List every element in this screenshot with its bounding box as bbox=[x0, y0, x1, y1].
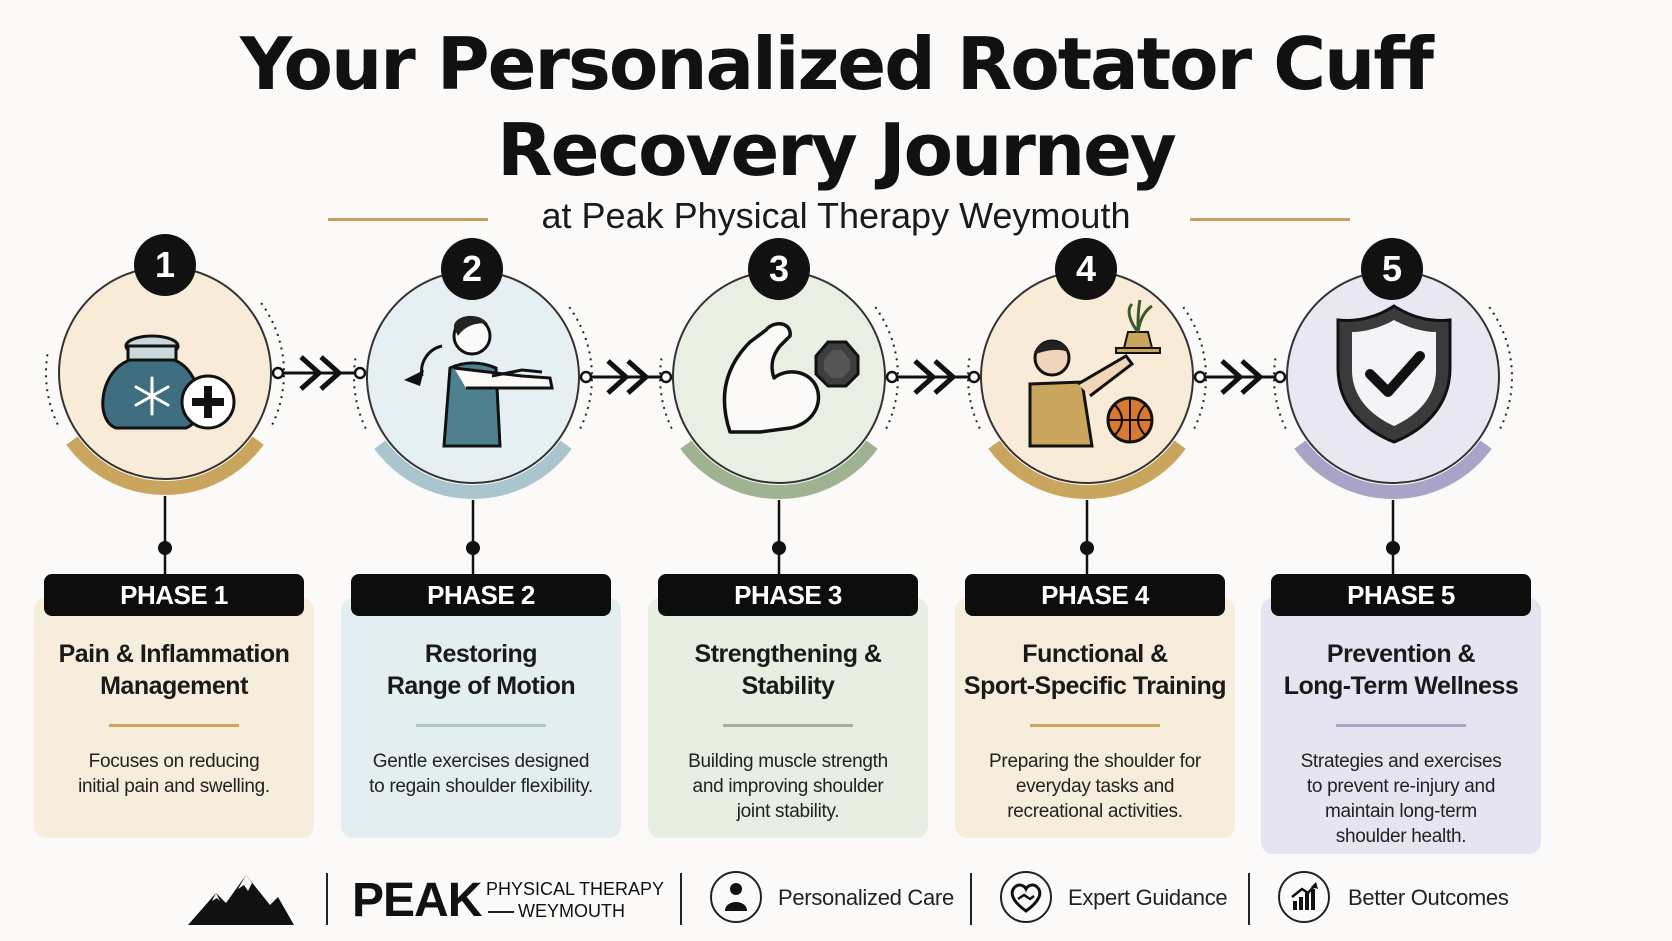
feature-label-expert-guidance: Expert Guidance bbox=[1068, 885, 1228, 910]
phase-title-3-line-1: Strengthening & bbox=[694, 640, 882, 668]
footer-divider-1 bbox=[326, 873, 328, 925]
phase-label-1: PHASE 1 bbox=[44, 574, 304, 616]
phase-rule-3 bbox=[723, 724, 853, 727]
phase-dotted-arc-right-5 bbox=[1488, 306, 1513, 432]
phase-number-badge-2: 2 bbox=[441, 238, 503, 300]
page-title-line-2: Recovery Journey bbox=[497, 108, 1177, 192]
subtitle-rule-left bbox=[328, 218, 488, 221]
feature-label-personalized-care: Personalized Care bbox=[778, 885, 954, 910]
mountain-logo-icon bbox=[188, 875, 294, 925]
brand-subtitle-line-1: PHYSICAL THERAPY bbox=[486, 879, 665, 899]
phase-number-badge-4: 4 bbox=[1055, 238, 1117, 300]
phase-title-2-line-1: Restoring bbox=[424, 640, 538, 668]
phase-card-5: Prevention & Long-Term Wellness Strategi… bbox=[1261, 598, 1541, 854]
page-title-line-1: Your Personalized Rotator Cuff bbox=[240, 22, 1434, 106]
connector-arrow-4 bbox=[1220, 359, 1264, 395]
phase-rule-1 bbox=[109, 724, 239, 727]
phase-circle-4 bbox=[980, 270, 1194, 484]
phase-title-2-line-2: Range of Motion bbox=[386, 672, 576, 700]
phase-card-1: Pain & Inflammation Management Focuses o… bbox=[34, 598, 314, 838]
reaching-person-icon bbox=[1028, 299, 1161, 448]
phase-title-5-line-2: Long-Term Wellness bbox=[1283, 672, 1519, 700]
phase-number-badge-5: 5 bbox=[1361, 238, 1423, 300]
phase-desc-5-line-3: maintain long-term bbox=[1325, 801, 1477, 822]
phase-title-1-line-2: Management bbox=[100, 672, 248, 700]
flexed-arm-icon bbox=[722, 322, 860, 434]
phase-label-3: PHASE 3 bbox=[658, 574, 918, 616]
phase-accent-arc-4 bbox=[988, 440, 1186, 499]
phase-dotted-arc-left-3 bbox=[659, 358, 674, 432]
shoulder-stretch-icon bbox=[404, 315, 554, 448]
phase-desc-5-line-2: to prevent re-injury and bbox=[1306, 776, 1496, 797]
phase-accent-arc-3 bbox=[680, 440, 878, 499]
phase-card-4: Functional & Sport-Specific Training Pre… bbox=[955, 598, 1235, 838]
phase-desc-5-line-4: shoulder health. bbox=[1335, 826, 1467, 847]
phase-desc-1-line-2: initial pain and swelling. bbox=[78, 776, 270, 797]
connector-end-node-1 bbox=[353, 366, 367, 380]
phase-label-5: PHASE 5 bbox=[1271, 574, 1531, 616]
phase-dotted-arc-right-2 bbox=[568, 306, 593, 432]
connector-start-node-4 bbox=[1193, 370, 1207, 384]
phase-rule-5 bbox=[1336, 724, 1466, 727]
phase-title-1-line-1: Pain & Inflammation bbox=[58, 640, 290, 668]
phase-desc-3-line-2: and improving shoulder bbox=[692, 776, 884, 797]
connector-arrow-3 bbox=[913, 359, 957, 395]
phase-dotted-arc-right-3 bbox=[874, 306, 899, 432]
phase-title-5-line-1: Prevention & bbox=[1326, 640, 1476, 668]
phase-desc-4-line-1: Preparing the shoulder for bbox=[989, 751, 1201, 772]
connector-start-node-2 bbox=[579, 370, 593, 384]
footer-divider-2 bbox=[680, 873, 682, 925]
heart-handshake-icon bbox=[1000, 871, 1052, 923]
footer-divider-4 bbox=[1248, 873, 1250, 925]
phase-label-4: PHASE 4 bbox=[965, 574, 1225, 616]
connector-end-node-4 bbox=[1273, 370, 1287, 384]
phase-rule-2 bbox=[416, 724, 546, 727]
connector-end-node-2 bbox=[659, 370, 673, 384]
phase-desc-3-line-3: joint stability. bbox=[736, 801, 840, 822]
phase-desc-2-line-2: to regain shoulder flexibility. bbox=[369, 776, 593, 797]
footer-divider-3 bbox=[970, 873, 972, 925]
phase-dotted-arc-left-1 bbox=[45, 354, 60, 428]
phase-rule-4 bbox=[1030, 724, 1160, 727]
phase-title-4-line-2: Sport-Specific Training bbox=[963, 672, 1227, 700]
brand-subtitle-line-2: WEYMOUTH bbox=[518, 901, 625, 921]
phase-card-2: Restoring Range of Motion Gentle exercis… bbox=[341, 598, 621, 838]
connector-end-node-3 bbox=[967, 370, 981, 384]
brand-name: PEAK bbox=[352, 874, 482, 927]
phase-dotted-arc-left-5 bbox=[1273, 358, 1288, 432]
feature-label-better-outcomes: Better Outcomes bbox=[1348, 885, 1509, 910]
phase-number-badge-3: 3 bbox=[748, 238, 810, 300]
page-subtitle: at Peak Physical Therapy Weymouth bbox=[541, 195, 1131, 236]
phase-dotted-arc-left-4 bbox=[967, 358, 982, 432]
growth-chart-icon bbox=[1278, 871, 1330, 923]
phase-dotted-arc-right-1 bbox=[260, 302, 285, 428]
phase-desc-5-line-1: Strategies and exercises bbox=[1300, 751, 1502, 772]
connector-start-node-1 bbox=[271, 366, 285, 380]
phase-title-3-line-2: Stability bbox=[741, 672, 835, 700]
phase-accent-arc-2 bbox=[374, 440, 572, 499]
phase-desc-4-line-3: recreational activities. bbox=[1007, 801, 1183, 822]
phase-accent-arc-5 bbox=[1294, 440, 1492, 499]
phase-number-badge-1: 1 bbox=[134, 234, 196, 296]
connector-arrow-1 bbox=[299, 355, 343, 391]
person-icon bbox=[710, 871, 762, 923]
phase-desc-4-line-2: everyday tasks and bbox=[1015, 776, 1175, 797]
brand-dash bbox=[488, 911, 514, 913]
phase-card-3: Strengthening & Stability Building muscl… bbox=[648, 598, 928, 838]
footer: PEAK PHYSICAL THERAPY WEYMOUTH Personali… bbox=[0, 865, 1672, 935]
ice-pack-icon bbox=[101, 334, 236, 430]
subtitle-rule-right bbox=[1190, 218, 1350, 221]
phase-label-2: PHASE 2 bbox=[351, 574, 611, 616]
shield-check-icon bbox=[1336, 304, 1452, 444]
phase-title-4-line-1: Functional & bbox=[1022, 640, 1168, 668]
connector-start-node-3 bbox=[885, 370, 899, 384]
phase-dotted-arc-right-4 bbox=[1182, 306, 1207, 432]
phase-desc-2-line-1: Gentle exercises designed bbox=[372, 751, 590, 772]
phase-desc-3-line-1: Building muscle strength bbox=[688, 751, 888, 772]
phase-desc-1-line-1: Focuses on reducing bbox=[88, 751, 260, 772]
connector-arrow-2 bbox=[606, 359, 650, 395]
phase-accent-arc-1 bbox=[66, 436, 264, 495]
